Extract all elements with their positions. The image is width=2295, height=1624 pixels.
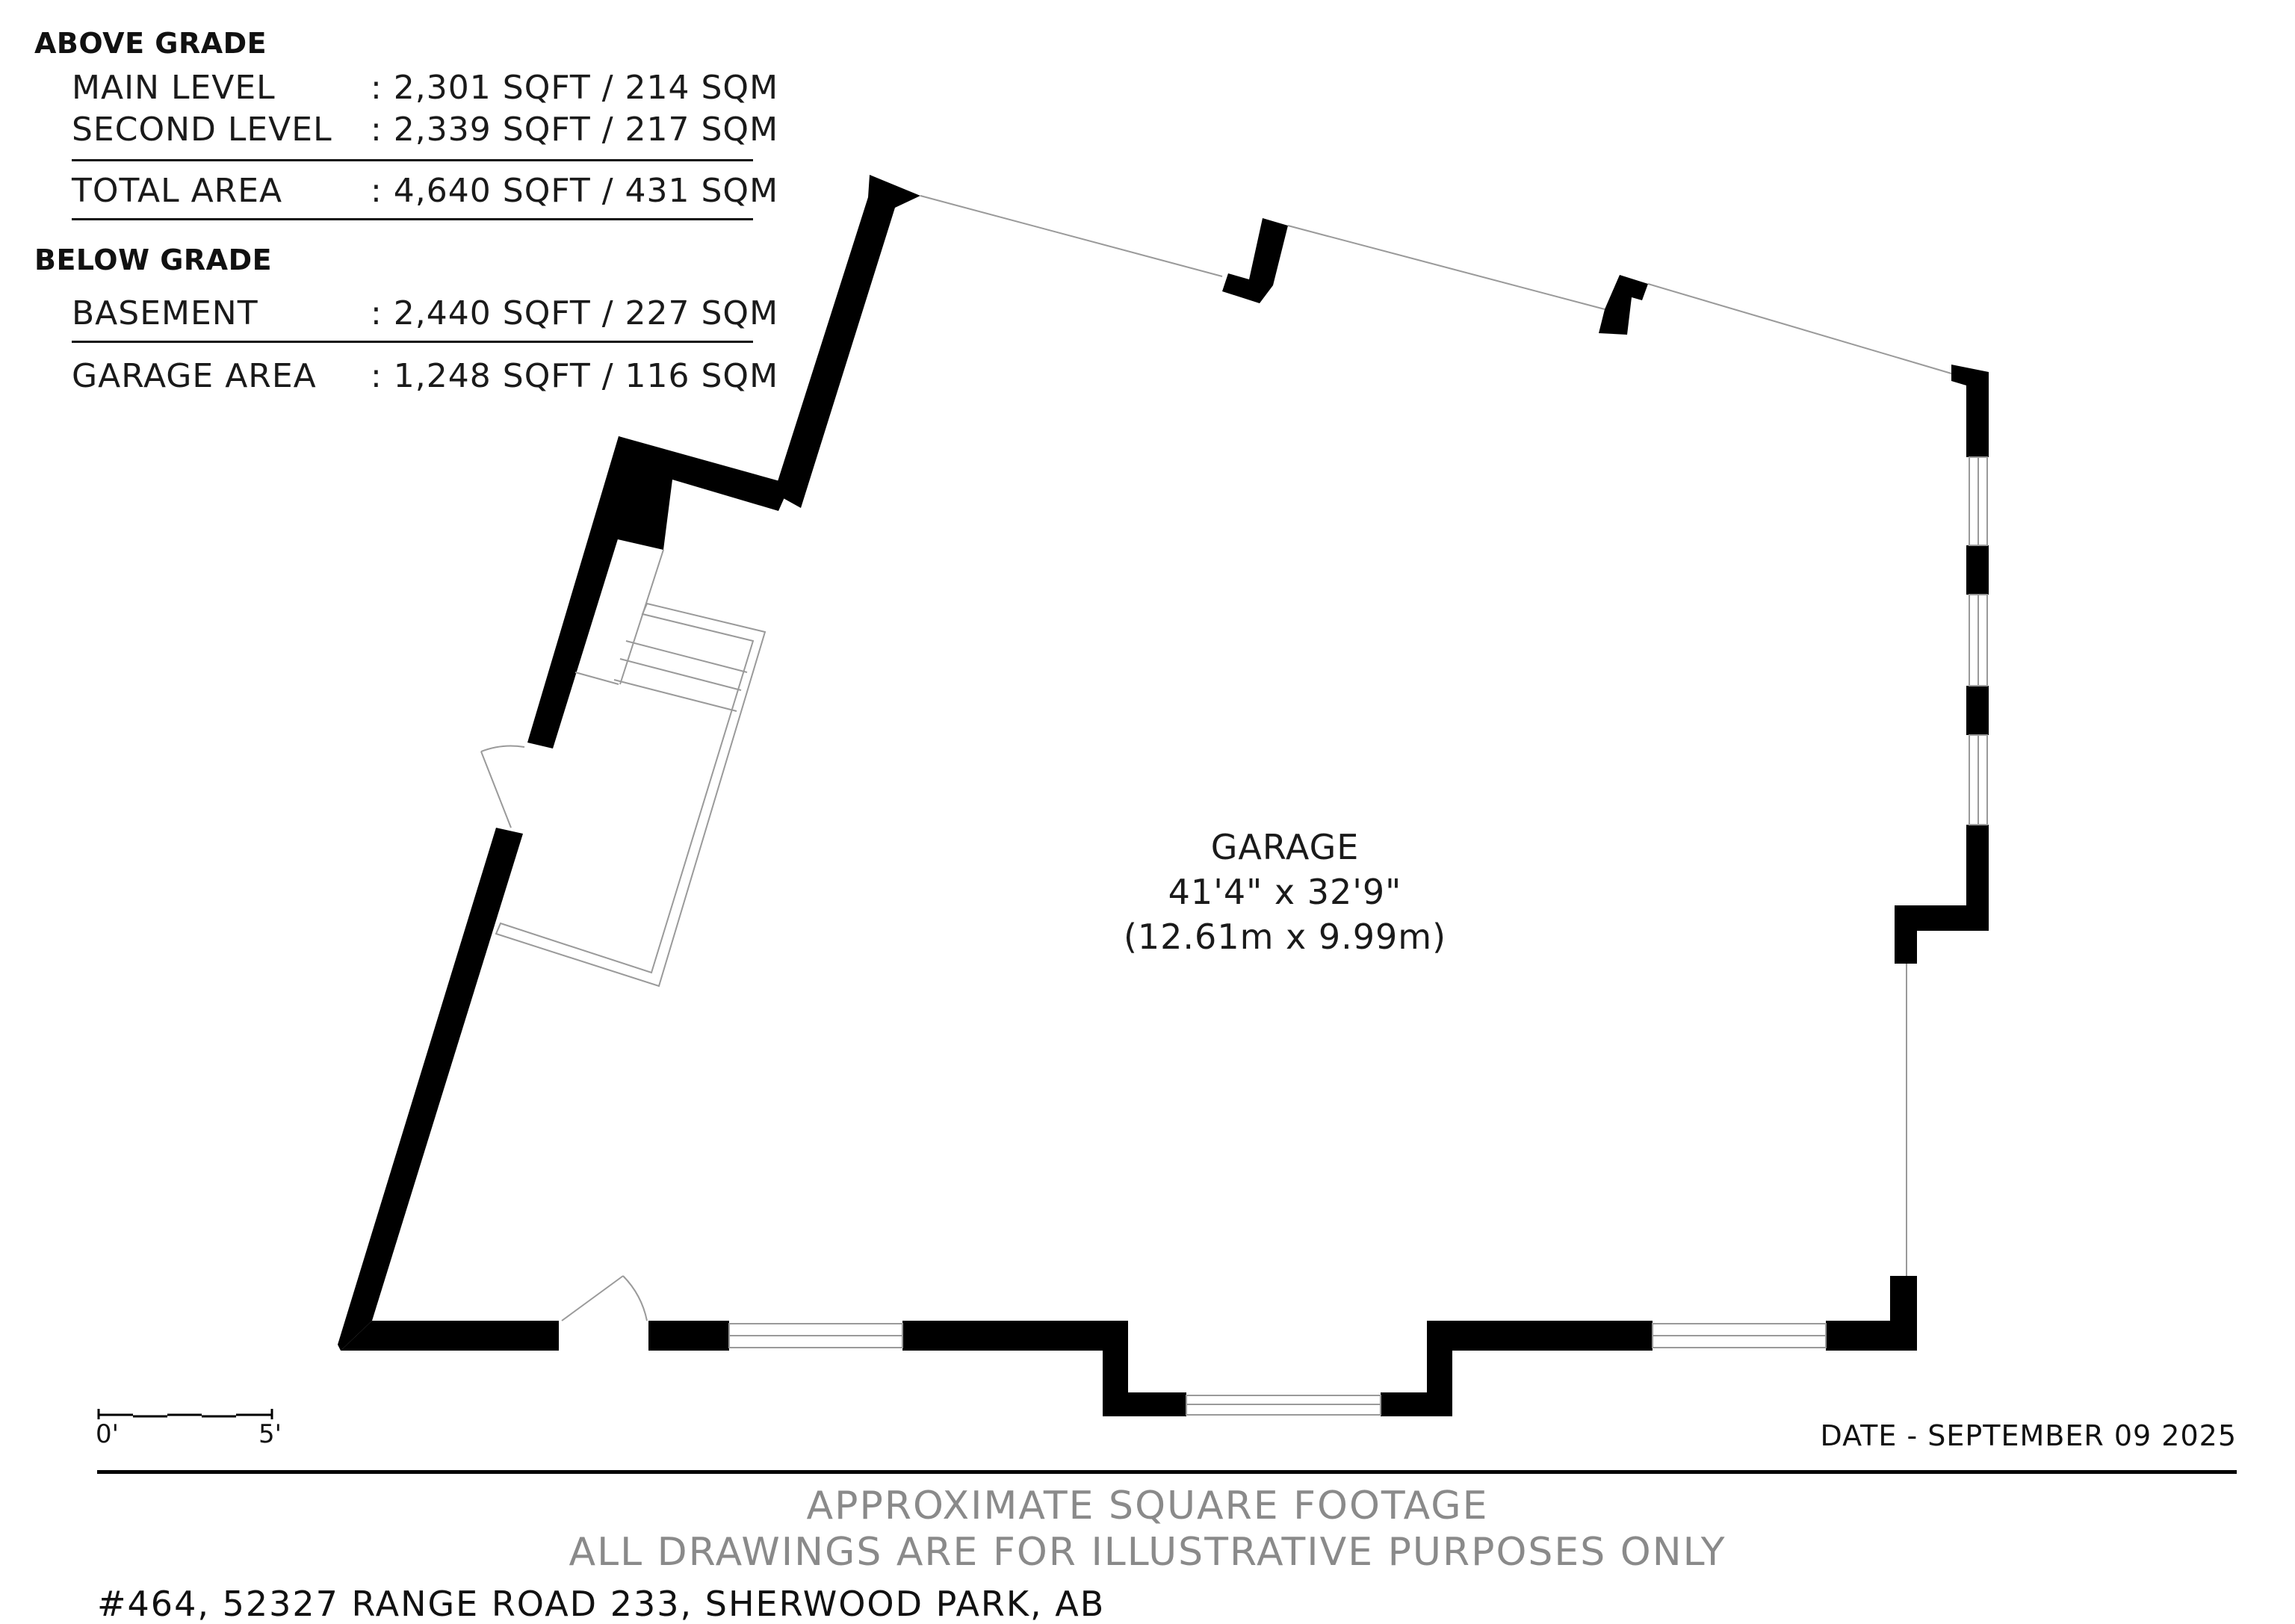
table-rule bbox=[72, 218, 753, 220]
garage-walls bbox=[338, 175, 1989, 1416]
wall-segment bbox=[774, 175, 920, 508]
door-swing bbox=[480, 745, 525, 752]
wall-segment bbox=[1222, 218, 1288, 303]
area-row-second-level-value: : 2,339 SQFT / 217 SQM bbox=[371, 111, 779, 149]
area-row-basement-value: : 2,440 SQFT / 227 SQM bbox=[371, 294, 779, 332]
stair-tread bbox=[613, 679, 737, 712]
stair-outline bbox=[495, 602, 766, 988]
door-panel bbox=[561, 1275, 624, 1321]
below-grade-heading: BELOW GRADE bbox=[34, 244, 273, 276]
wall-segment bbox=[341, 1321, 559, 1351]
area-row-basement-label: BASEMENT bbox=[72, 294, 258, 332]
wall-segment bbox=[648, 1321, 729, 1351]
scale-end-label: 5' bbox=[258, 1419, 282, 1449]
wall-segment bbox=[338, 828, 523, 1351]
wall-segment bbox=[1826, 1276, 1917, 1351]
footer-rule bbox=[97, 1470, 2237, 1474]
above-grade-heading: ABOVE GRADE bbox=[34, 27, 267, 60]
stair-tread bbox=[625, 640, 748, 673]
scale-bar bbox=[97, 1409, 273, 1419]
wall-segment bbox=[1966, 545, 1989, 595]
wall-segment bbox=[527, 436, 647, 749]
area-row-total-value: : 4,640 SQFT / 431 SQM bbox=[371, 172, 779, 210]
area-row-garage-label: GARAGE AREA bbox=[72, 357, 317, 395]
area-row-main-level-label: MAIN LEVEL bbox=[72, 69, 276, 107]
room-name: GARAGE bbox=[1210, 827, 1360, 867]
area-row-total-label: TOTAL AREA bbox=[72, 172, 283, 210]
room-dims-metric: (12.61m x 9.99m) bbox=[1123, 917, 1447, 957]
door-swing bbox=[622, 1275, 648, 1321]
area-row-second-level-label: SECOND LEVEL bbox=[72, 111, 332, 149]
wall-segment bbox=[611, 436, 790, 550]
room-dims-imperial: 41'4" x 32'9" bbox=[1168, 872, 1402, 912]
window-line bbox=[920, 195, 1223, 277]
property-address: #464, 52327 RANGE ROAD 233, SHERWOOD PAR… bbox=[97, 1584, 1106, 1624]
window-line bbox=[1647, 283, 1952, 374]
thin-lines bbox=[480, 195, 1988, 1416]
wall-segment bbox=[1381, 1321, 1653, 1416]
door-panel bbox=[480, 751, 512, 828]
wall-segment bbox=[1966, 686, 1989, 735]
stair-tread bbox=[574, 672, 619, 685]
wall-segment bbox=[902, 1321, 1186, 1416]
stair-edge bbox=[619, 549, 664, 685]
plan-date: DATE - SEPTEMBER 09 2025 bbox=[1820, 1419, 2237, 1452]
wall-segment bbox=[1895, 825, 1989, 964]
wall-segment bbox=[1951, 365, 1989, 457]
table-rule bbox=[72, 159, 753, 161]
area-row-garage-value: : 1,248 SQFT / 116 SQM bbox=[371, 357, 779, 395]
disclaimer-line-2: ALL DRAWINGS ARE FOR ILLUSTRATIVE PURPOS… bbox=[569, 1530, 1726, 1575]
stair-tread bbox=[619, 658, 742, 691]
table-rule bbox=[72, 341, 753, 343]
scale-start-label: 0' bbox=[96, 1419, 119, 1449]
area-row-main-level-value: : 2,301 SQFT / 214 SQM bbox=[371, 69, 779, 107]
disclaimer-line-1: APPROXIMATE SQUARE FOOTAGE bbox=[806, 1484, 1489, 1528]
wall-segment bbox=[1599, 275, 1648, 335]
window-line bbox=[1287, 225, 1605, 310]
